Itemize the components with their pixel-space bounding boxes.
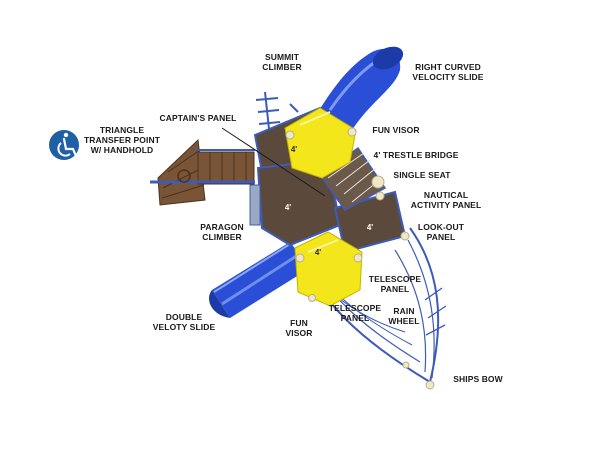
label-line: RIGHT CURVED bbox=[415, 62, 481, 72]
label-line: TRIANGLE bbox=[100, 125, 144, 135]
label-line: PANEL bbox=[341, 313, 370, 323]
label-line: RAIN bbox=[393, 306, 414, 316]
fun-visor-bottom: 4' bbox=[294, 231, 363, 307]
label-trestle: 4' TRESTLE BRIDGE bbox=[374, 150, 459, 160]
triangle-transfer-point bbox=[150, 138, 255, 206]
label-line: VISOR bbox=[286, 328, 313, 338]
label-line: ACTIVITY PANEL bbox=[411, 200, 482, 210]
label-line: WHEEL bbox=[388, 316, 419, 326]
wheelchair-accessible-icon bbox=[49, 130, 79, 160]
label-line: SINGLE SEAT bbox=[393, 170, 451, 180]
label-line: FUN VISOR bbox=[372, 125, 419, 135]
upper-visor-height: 4' bbox=[291, 145, 297, 154]
label-line: CLIMBER bbox=[262, 62, 301, 72]
right-deck-height: 4' bbox=[367, 223, 373, 232]
label-line: PANEL bbox=[427, 232, 456, 242]
fun-visor-top: 4' bbox=[284, 107, 357, 179]
label-line: CAPTAIN'S PANEL bbox=[160, 113, 237, 123]
right-curved-slide bbox=[318, 46, 404, 130]
label-single-seat: SINGLE SEAT bbox=[393, 170, 451, 180]
double-slide bbox=[209, 242, 310, 318]
label-line: LOOK-OUT bbox=[418, 222, 465, 232]
label-line: 4' TRESTLE BRIDGE bbox=[374, 150, 459, 160]
label-line: TELESCOPE bbox=[329, 303, 382, 313]
look-out-panel bbox=[400, 231, 410, 241]
label-line: NAUTICAL bbox=[424, 190, 468, 200]
label-ships-bow: SHIPS BOW bbox=[453, 374, 503, 384]
label-line: FUN bbox=[290, 318, 308, 328]
label-line: TELESCOPE bbox=[369, 274, 422, 284]
label-captains: CAPTAIN'S PANEL bbox=[160, 113, 237, 123]
captains-panel-pointer bbox=[221, 127, 326, 197]
label-line: W/ HANDHOLD bbox=[91, 145, 153, 155]
label-line: VELOCITY SLIDE bbox=[412, 72, 483, 82]
center-deck-height: 4' bbox=[285, 203, 291, 212]
label-line: SHIPS BOW bbox=[453, 374, 503, 384]
label-line: PANEL bbox=[381, 284, 410, 294]
label-line: SUMMIT bbox=[265, 52, 300, 62]
label-line: TRANSFER POINT bbox=[84, 135, 161, 145]
lower-visor-height: 4' bbox=[315, 248, 321, 257]
label-line: PARAGON bbox=[200, 222, 244, 232]
single-seat bbox=[371, 175, 385, 201]
label-fun-visor-top: FUN VISOR bbox=[372, 125, 419, 135]
label-line: DOUBLE bbox=[166, 312, 203, 322]
label-line: VELOTY SLIDE bbox=[153, 322, 216, 332]
label-line: CLIMBER bbox=[202, 232, 241, 242]
